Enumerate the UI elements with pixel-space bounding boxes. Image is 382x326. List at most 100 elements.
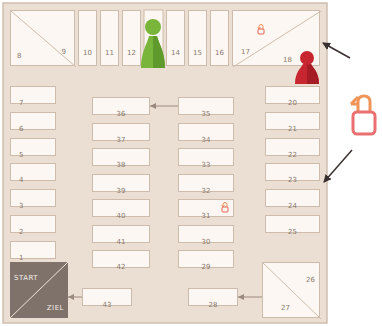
square-number: 22 bbox=[288, 152, 297, 159]
text-slot: 2 bbox=[19, 221, 23, 237]
square-number: 9 bbox=[62, 49, 66, 56]
text-slot: 31 bbox=[179, 205, 233, 221]
repeat-icon bbox=[222, 203, 229, 213]
square-number: 2 bbox=[19, 229, 23, 236]
square-number: 34 bbox=[202, 137, 211, 144]
board-square: 25 bbox=[265, 215, 320, 233]
square-number: 38 bbox=[117, 162, 126, 169]
text-slot: 32 bbox=[179, 180, 233, 196]
board-square: 23 bbox=[265, 163, 320, 181]
board-square: 38 bbox=[92, 148, 150, 166]
leader-arrow bbox=[323, 43, 350, 58]
text-slot: 28 bbox=[189, 294, 237, 310]
square-number: 5 bbox=[19, 152, 23, 159]
text-slot: 34 bbox=[179, 129, 233, 145]
text-slot: 35 bbox=[179, 103, 233, 119]
text-slot: 43 bbox=[83, 294, 131, 310]
square-number: 8 bbox=[17, 53, 21, 60]
board-square: 3 bbox=[10, 189, 56, 207]
text-slot: 24 bbox=[266, 195, 319, 211]
text-slot: START bbox=[14, 267, 38, 283]
board-square: 30 bbox=[178, 225, 234, 243]
text-slot: 20 bbox=[266, 92, 319, 108]
board-square: 43 bbox=[82, 288, 132, 306]
text-slot: 17 bbox=[241, 41, 250, 57]
diagonal-line bbox=[11, 11, 76, 67]
text-slot: 7 bbox=[19, 92, 23, 108]
square-number: 28 bbox=[209, 302, 218, 309]
square-number: 11 bbox=[105, 50, 114, 57]
board-square: 2 bbox=[10, 215, 56, 233]
square-number: 4 bbox=[19, 177, 23, 184]
diagonal-line bbox=[263, 263, 321, 319]
start-label: ZIEL bbox=[47, 305, 64, 312]
board-square: 29 bbox=[178, 250, 234, 268]
square-number: 39 bbox=[117, 188, 126, 195]
board-square: 6 bbox=[10, 112, 56, 130]
text-slot: 11 bbox=[101, 42, 118, 58]
text-slot: 26 bbox=[306, 269, 315, 285]
text-slot: 5 bbox=[19, 144, 23, 160]
board-square: 14 bbox=[166, 10, 185, 66]
text-slot: 15 bbox=[189, 42, 206, 58]
square-number: 18 bbox=[283, 57, 292, 64]
text-slot: 33 bbox=[179, 154, 233, 170]
text-slot: 4 bbox=[19, 169, 23, 185]
square-number: 20 bbox=[288, 100, 297, 107]
board-square: 33 bbox=[178, 148, 234, 166]
square-number: 14 bbox=[171, 50, 180, 57]
corner-square: 1718 bbox=[232, 10, 320, 66]
board-square: 40 bbox=[92, 199, 150, 217]
square-number: 15 bbox=[193, 50, 202, 57]
square-number: 43 bbox=[103, 302, 112, 309]
text-slot: ZIEL bbox=[47, 297, 64, 313]
repeat-icon bbox=[258, 25, 265, 35]
board-square: 31 bbox=[178, 199, 234, 217]
board-square: 12 bbox=[122, 10, 141, 66]
square-number: 36 bbox=[117, 111, 126, 118]
green-pawn bbox=[141, 19, 165, 68]
red-pawn bbox=[295, 51, 319, 84]
board-square: 39 bbox=[92, 174, 150, 192]
start-square: START ZIEL bbox=[10, 262, 68, 318]
square-number: 26 bbox=[306, 277, 315, 284]
board-square: 42 bbox=[92, 250, 150, 268]
square-number: 27 bbox=[281, 305, 290, 312]
square-number: 21 bbox=[288, 126, 297, 133]
board-square: 4 bbox=[10, 163, 56, 181]
start-label: START bbox=[14, 275, 38, 282]
square-number: 29 bbox=[202, 264, 211, 271]
text-slot: 23 bbox=[266, 169, 319, 185]
move-arrow bbox=[68, 297, 82, 298]
board-square: 36 bbox=[92, 97, 150, 115]
text-slot: 25 bbox=[266, 221, 319, 237]
text-slot: 6 bbox=[19, 118, 23, 134]
square-number: 12 bbox=[127, 50, 136, 57]
square-number: 32 bbox=[202, 188, 211, 195]
board-square: 28 bbox=[188, 288, 238, 306]
board-square: 32 bbox=[178, 174, 234, 192]
square-number: 1 bbox=[19, 255, 23, 262]
text-slot: 42 bbox=[93, 256, 149, 272]
square-number: 37 bbox=[117, 137, 126, 144]
move-arrow bbox=[238, 297, 262, 298]
square-number: 3 bbox=[19, 203, 23, 210]
board-square: 1 bbox=[10, 241, 56, 259]
text-slot: 40 bbox=[93, 205, 149, 221]
text-slot: 22 bbox=[266, 144, 319, 160]
repeat-symbol bbox=[351, 96, 375, 134]
hidden-square bbox=[144, 10, 163, 66]
text-slot: 16 bbox=[211, 42, 228, 58]
board-square: 5 bbox=[10, 138, 56, 156]
board-square: 41 bbox=[92, 225, 150, 243]
text-slot: 9 bbox=[62, 41, 66, 57]
square-number: 10 bbox=[83, 50, 92, 57]
text-slot: 38 bbox=[93, 154, 149, 170]
square-number: 40 bbox=[117, 213, 126, 220]
board-square: 37 bbox=[92, 123, 150, 141]
text-slot: 21 bbox=[266, 118, 319, 134]
square-diagonal bbox=[263, 263, 321, 319]
board-square: 24 bbox=[265, 189, 320, 207]
corner-square: 89 bbox=[10, 10, 75, 66]
